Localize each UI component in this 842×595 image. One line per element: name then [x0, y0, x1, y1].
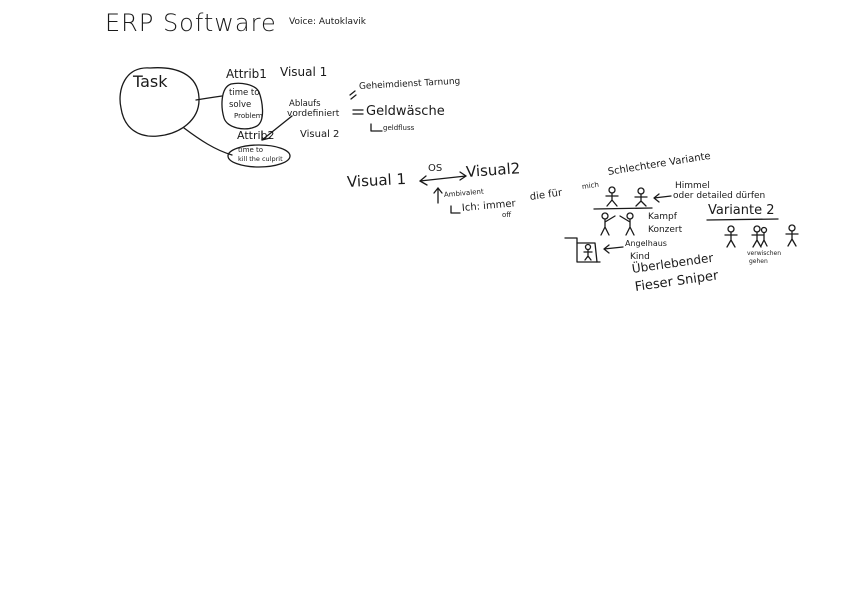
- bubble2-outline: [227, 144, 291, 168]
- kind-label: Kind: [630, 252, 650, 262]
- ablauf-line-1: Ablaufs: [289, 99, 321, 109]
- stick-figure-2: [634, 187, 648, 207]
- bubble1-line-2: solve: [229, 100, 252, 110]
- ablauf-line-2: vordefiniert: [287, 109, 340, 119]
- variante2-figure-1: [724, 225, 738, 248]
- angelhaus-label: Angelhaus: [625, 239, 667, 248]
- geldwaesche-label: Geldwäsche: [366, 104, 445, 119]
- bubble2-line-1: time to: [238, 146, 264, 154]
- os-label: OS: [428, 163, 443, 174]
- variante2-figure-3: [785, 224, 799, 247]
- os-arrow: [419, 175, 467, 182]
- himmel-label: Himmel: [675, 181, 710, 191]
- ground-line: [593, 207, 653, 210]
- gehen-label: gehen: [749, 258, 768, 265]
- kampf-label: Kampf: [648, 212, 677, 222]
- task-blob: [119, 67, 200, 137]
- variante2-underline: [706, 218, 779, 221]
- off-label: off: [502, 211, 512, 219]
- angelhaus-figure: [583, 243, 593, 261]
- equals-2: [352, 109, 364, 115]
- kampf-figure-2: [619, 212, 635, 236]
- konzert-label: Konzert: [648, 225, 683, 235]
- variante2-figure-2: [751, 225, 768, 248]
- bubble1-outline: [221, 82, 264, 130]
- geldfluss-hook: [370, 123, 383, 132]
- bubble1-line-1: time to: [229, 88, 260, 98]
- bubble1-line-3: Problem: [234, 112, 263, 120]
- verwischen-label: verwischen: [747, 250, 782, 257]
- equals-1: [349, 90, 357, 100]
- angelhaus-arrow: [603, 244, 624, 254]
- visual2-main-label: Visual2: [465, 159, 521, 181]
- angelhaus-box: [564, 237, 601, 263]
- visual1-label: Visual 1: [346, 169, 407, 191]
- page-title: ERP Software: [105, 9, 277, 37]
- himmel-arrow: [653, 193, 672, 203]
- bubble2-line-2: kill the culprit: [238, 155, 283, 163]
- visual1-top-label: Visual 1: [280, 65, 328, 79]
- geldfluss-label: geldfluss: [383, 124, 415, 132]
- attrib1-label: Attrib1: [226, 67, 267, 81]
- variante2-label: Variante 2: [708, 203, 775, 218]
- stick-figure-1: [605, 186, 619, 207]
- ablauf-arrow: [261, 115, 293, 141]
- voice-note: Voice: Autoklavik: [289, 17, 367, 27]
- connector-task-bubble1: [195, 95, 223, 101]
- visual2-label: Visual 2: [300, 129, 340, 140]
- kampf-figure-1: [600, 212, 616, 236]
- ich-hook: [450, 205, 461, 214]
- connector-task-bubble2: [183, 127, 233, 156]
- oder-label: oder detailed dürfen: [673, 191, 766, 201]
- attrib2-label: Attrib2: [237, 129, 275, 142]
- task-label: Task: [133, 72, 168, 91]
